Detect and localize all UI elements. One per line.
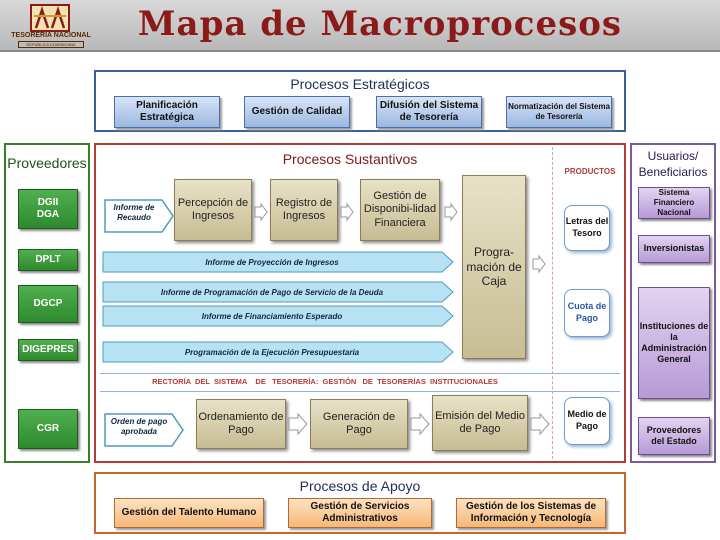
usuario-proveedores-estado[interactable]: Proveedores del Estado [638, 417, 710, 455]
products-divider [552, 147, 553, 459]
ordenamiento-box[interactable]: Ordenamiento de Pago [196, 399, 286, 449]
informe-recaudo-label: Informe de Recaudo [113, 203, 155, 222]
rectoria-divider-top [100, 373, 620, 374]
normatizacion-button[interactable]: Normatización del Sistema de Tesorería [506, 96, 612, 128]
header-bar [0, 0, 720, 52]
arrow-right-icon [444, 202, 458, 226]
producto-letras-tesoro[interactable]: Letras del Tesoro [564, 205, 610, 251]
apoyo-sistemas-informacion[interactable]: Gestión de los Sistemas de Información y… [456, 498, 606, 528]
producto-medio-pago[interactable]: Medio de Pago [564, 397, 610, 445]
lane-ejecucion-label: Programación de la Ejecución Presupuesta… [184, 347, 360, 357]
lane-deuda-label: Informe de Programación de Pago de Servi… [160, 287, 384, 297]
orden-pago: Orden de pago aprobada [104, 413, 184, 447]
informe-recaudo: Informe de Recaudo [104, 199, 174, 233]
logo-subtext: REPÚBLICA DOMINICANA [18, 41, 84, 48]
arrow-right-icon [532, 254, 546, 278]
usuario-sistema-financiero[interactable]: Sistema Financiero Nacional [638, 187, 710, 219]
generacion-box[interactable]: Generación de Pago [310, 399, 408, 449]
arrow-right-icon [530, 412, 550, 440]
arrow-right-icon [254, 202, 268, 226]
lane-ejecucion: Programación de la Ejecución Presupuesta… [102, 341, 454, 363]
proveedores-title: Proveedores [7, 155, 87, 171]
usuario-inversionistas[interactable]: Inversionistas [638, 235, 710, 263]
usuarios-title: Usuarios/ Beneficiarios [638, 149, 708, 179]
proveedores-panel: Proveedores DGII DGA DPLT DGCP DIGEPRES … [4, 143, 90, 463]
arrow-right-icon [410, 412, 430, 440]
rectoria-divider-bottom [100, 391, 620, 392]
estrategicos-title: Procesos Estratégicos [290, 76, 430, 92]
planificacion-button[interactable]: Planificación Estratégica [114, 96, 220, 128]
apoyo-talento-humano[interactable]: Gestión del Talento Humano [114, 498, 264, 528]
arrow-right-icon [340, 202, 354, 226]
usuarios-panel: Usuarios/ Beneficiarios Sistema Financie… [630, 143, 716, 463]
producto-cuota-pago[interactable]: Cuota de Pago [564, 289, 610, 337]
logo-text: TESORERÍA NACIONAL [11, 32, 91, 39]
page-title: Mapa de Macroprocesos [137, 4, 623, 44]
proveedor-dgcp[interactable]: DGCP [18, 285, 78, 323]
arrow-right-icon [288, 412, 308, 440]
emision-box[interactable]: Emisión del Medio de Pago [432, 395, 528, 451]
lane-deuda: Informe de Programación de Pago de Servi… [102, 281, 454, 303]
percepcion-box[interactable]: Percepción de Ingresos [174, 179, 252, 241]
logo-emblem-icon [30, 4, 70, 32]
programacion-caja-box[interactable]: Progra-mación de Caja [462, 175, 526, 359]
rectoria-label: RECTORÍA DEL SISTEMA DE TESORERÍA: GESTI… [152, 377, 498, 386]
lane-proyeccion: Informe de Proyección de Ingresos [102, 251, 454, 273]
apoyo-servicios-administrativos[interactable]: Gestión de Servicios Administrativos [288, 498, 432, 528]
orden-pago-label: Orden de pago aprobada [110, 417, 168, 436]
difusion-button[interactable]: Difusión del Sistema de Tesorería [376, 96, 482, 128]
sustantivos-title: Procesos Sustantivos [282, 151, 418, 167]
gestion-calidad-button[interactable]: Gestión de Calidad [244, 96, 350, 128]
sustantivos-panel: Procesos Sustantivos PRODUCTOS Informe d… [94, 143, 626, 463]
gestion-disponibilidad-box[interactable]: Gestión de Disponibi-lidad Financiera [360, 179, 440, 241]
estrategicos-panel: Procesos Estratégicos Planificación Estr… [94, 70, 626, 132]
lane-financiamiento-label: Informe de Financiamiento Esperado [201, 311, 343, 321]
apoyo-title: Procesos de Apoyo [299, 478, 421, 494]
proveedor-cgr[interactable]: CGR [18, 409, 78, 449]
proveedor-dgii-dga[interactable]: DGII DGA [18, 189, 78, 229]
proveedor-digepres[interactable]: DIGEPRES [18, 339, 78, 361]
productos-label: PRODUCTOS [564, 167, 616, 176]
usuario-instituciones[interactable]: Instituciones de la Administración Gener… [638, 287, 710, 399]
proveedor-dplt[interactable]: DPLT [18, 249, 78, 271]
lane-financiamiento: Informe de Financiamiento Esperado [102, 305, 454, 327]
lane-proyeccion-label: Informe de Proyección de Ingresos [205, 257, 339, 267]
apoyo-panel: Procesos de Apoyo Gestión del Talento Hu… [94, 472, 626, 534]
registro-box[interactable]: Registro de Ingresos [270, 179, 338, 241]
